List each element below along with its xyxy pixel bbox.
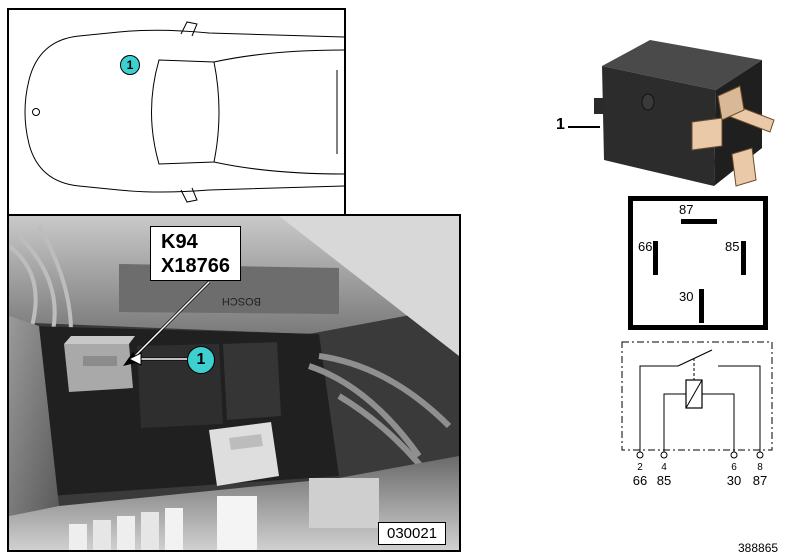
relay-print-text: BOSCH — [222, 295, 261, 307]
callout-1-photo-label: 1 — [196, 351, 206, 368]
relay-pinout-diagram: 87 66 85 30 — [628, 196, 768, 330]
document-number: 388865 — [738, 541, 779, 555]
installation-photo-panel: BOSCH K94 — [7, 214, 461, 552]
pin-label-87: 87 — [679, 202, 694, 217]
component-label-box: K94 X18766 — [150, 226, 241, 281]
image-reference-number: 030021 — [387, 525, 438, 542]
part-leader-line — [568, 126, 600, 128]
pin-label-85: 85 — [725, 239, 740, 254]
pin-label-66: 66 — [638, 239, 653, 254]
schematic-pin-index-2: 4 — [661, 462, 667, 473]
installation-photo: BOSCH — [9, 216, 459, 550]
connector-id: X18766 — [161, 255, 230, 277]
callout-1-photo: 1 — [187, 346, 215, 374]
pin-bar-87 — [681, 219, 717, 224]
relay-illustration — [594, 40, 775, 187]
callout-1-car-label: 1 — [126, 58, 134, 72]
schematic-pin-index-4: 8 — [757, 462, 763, 473]
vehicle-location-panel: 1 — [7, 8, 346, 216]
front-marker-circle — [32, 108, 40, 116]
schematic-pin-index-3: 6 — [731, 462, 737, 473]
callout-1-car: 1 — [120, 55, 140, 75]
image-reference-box: 030021 — [378, 522, 447, 545]
vehicle-outline-drawing — [24, 21, 344, 203]
schematic-pin-index-1: 2 — [637, 462, 643, 473]
pin-bar-85 — [741, 241, 746, 275]
schematic-pin-terminal-1: 66 — [633, 473, 647, 488]
pin-label-30: 30 — [679, 289, 694, 304]
pin-bar-30 — [699, 289, 704, 323]
pin-bar-66 — [653, 241, 658, 275]
schematic-pin-terminal-2: 85 — [657, 473, 671, 488]
component-id: K94 — [161, 231, 198, 253]
relay-circuit-schematic: 2 66 4 85 6 30 8 87 — [621, 341, 773, 488]
schematic-pin-terminal-3: 30 — [727, 473, 741, 488]
schematic-pin-terminal-4: 87 — [753, 473, 767, 488]
part-number-label: 1 — [556, 116, 565, 133]
